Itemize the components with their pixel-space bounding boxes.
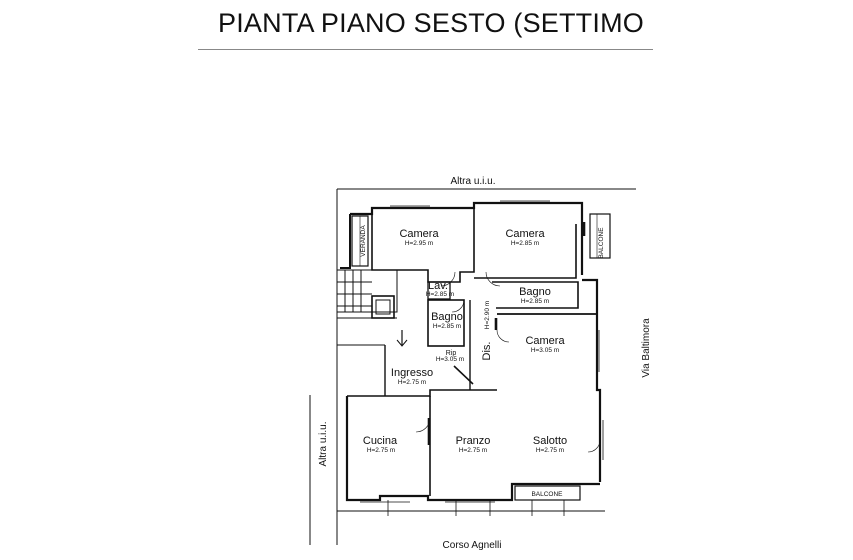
room-pranzo-name: Pranzo — [456, 435, 491, 447]
outer-wall-east — [582, 278, 602, 482]
room-cucina-name: Cucina — [363, 435, 398, 447]
door-jambs — [427, 222, 586, 445]
room-salotto-name: Salotto — [533, 435, 567, 447]
room-bagno-2-height: H=2.85 m — [521, 298, 549, 305]
room-bagno-1-name: Bagno — [431, 311, 463, 323]
outer-wall-west — [340, 214, 351, 269]
outer-wall-south — [345, 396, 600, 502]
room-camera-3-name: Camera — [525, 335, 565, 347]
label-veranda: VERANDA — [360, 225, 367, 257]
room-cucina-height: H=2.75 m — [367, 447, 395, 454]
room-camera-2-height: H=2.85 m — [511, 240, 539, 247]
room-ingresso-height: H=2.75 m — [398, 379, 426, 386]
label-left-neighbour: Altra u.i.u. — [318, 421, 329, 466]
stair-block — [336, 269, 398, 346]
room-pranzo-height: H=2.75 m — [459, 447, 487, 454]
room-rip-name: Rip — [446, 350, 457, 357]
plan-title: PIANTA PIANO SESTO (SETTIMO — [218, 8, 644, 38]
label-balcone-bottom: BALCONE — [531, 491, 563, 498]
balcone-right — [589, 213, 611, 259]
room-bagno-2-name: Bagno — [519, 286, 551, 298]
room-lav-height: H=2.85 m — [426, 291, 454, 298]
label-right-street: Via Baltimora — [641, 318, 652, 378]
label-balcone-right: BALCONE — [598, 227, 605, 259]
outer-wall-north — [350, 201, 584, 275]
room-dis-height: H=2.90 m — [484, 301, 491, 329]
wall-lav — [427, 281, 451, 300]
windows — [360, 200, 604, 516]
room-lav-name: Lav. — [428, 280, 448, 292]
room-camera-2-name: Camera — [505, 228, 545, 240]
door-swings — [396, 271, 601, 453]
room-rip-height: H=3.05 m — [436, 356, 464, 363]
room-camera-1-height: H=2.95 m — [405, 240, 433, 247]
title-underline — [198, 49, 653, 50]
wall-ingresso-south — [347, 389, 497, 397]
room-ingresso-name: Ingresso — [391, 367, 433, 379]
label-top-neighbour: Altra u.i.u. — [450, 176, 495, 187]
room-camera-1-name: Camera — [399, 228, 439, 240]
balcone-bottom — [514, 485, 581, 501]
wall-bagno1 — [427, 299, 465, 347]
room-dis-name: Dis. — [481, 342, 493, 361]
label-bottom-street: Corso Agnelli — [443, 540, 502, 551]
room-bagno-1-height: H=2.85 m — [433, 323, 461, 330]
room-salotto-height: H=2.75 m — [536, 447, 564, 454]
room-camera-3-height: H=3.05 m — [531, 347, 559, 354]
wall-bagno2 — [492, 281, 579, 309]
veranda — [351, 215, 369, 267]
wall-camera2-south — [474, 224, 577, 279]
